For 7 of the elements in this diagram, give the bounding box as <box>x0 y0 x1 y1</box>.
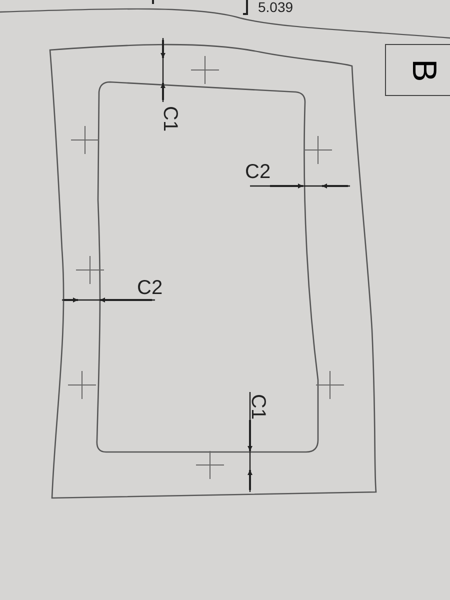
dimension-label: C2 <box>137 278 163 298</box>
dimension-label: C2 <box>245 162 271 182</box>
corner-box <box>385 44 450 96</box>
section-letter: B <box>404 58 442 82</box>
dimension-label: C1 <box>160 106 180 132</box>
dimension-value: 5.039 <box>258 0 294 14</box>
dimension-label: C1 <box>248 394 268 420</box>
